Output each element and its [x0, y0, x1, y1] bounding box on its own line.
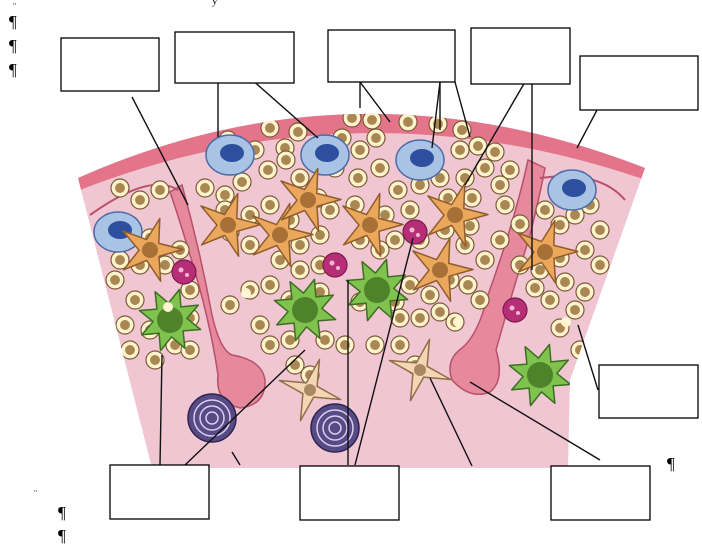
small-cell: [399, 113, 417, 131]
text-fragment-top: y: [212, 0, 218, 7]
small-cell: [401, 276, 419, 294]
small-cell: [541, 291, 559, 309]
small-cell: [277, 151, 295, 169]
small-cell: [121, 341, 139, 359]
small-cell: [111, 179, 129, 197]
platelet-dot: [241, 288, 251, 298]
small-cell: [391, 336, 409, 354]
small-cell: [261, 196, 279, 214]
spiral-cell: [188, 394, 236, 442]
label-box[interactable]: [580, 56, 698, 110]
small-cell: [291, 169, 309, 187]
label-box[interactable]: [471, 28, 570, 84]
small-cell: [126, 291, 144, 309]
small-cell: [471, 291, 489, 309]
blast-cell: [206, 135, 254, 175]
blast-cell: [396, 140, 444, 180]
small-cell: [536, 201, 554, 219]
small-cell: [367, 129, 385, 147]
small-cell: [411, 309, 429, 327]
small-cell: [566, 301, 584, 319]
platelet-dot: [561, 317, 571, 327]
label-box[interactable]: [110, 465, 209, 519]
label-box[interactable]: [175, 32, 294, 83]
leader-line: [578, 325, 598, 390]
small-cell: [366, 336, 384, 354]
small-cell: [151, 181, 169, 199]
small-cell: [591, 221, 609, 239]
small-cell: [501, 161, 519, 179]
leader-line: [577, 110, 597, 148]
small-cell: [106, 271, 124, 289]
small-cell: [476, 251, 494, 269]
small-cell: [591, 256, 609, 274]
small-cell: [261, 276, 279, 294]
small-cell: [343, 109, 361, 127]
small-cell: [311, 226, 329, 244]
pilcrow-right: ¶: [667, 455, 675, 472]
small-cell: [251, 316, 269, 334]
small-cell: [351, 141, 369, 159]
granulocyte: [172, 260, 196, 284]
small-cell: [336, 336, 354, 354]
small-cell: [131, 191, 149, 209]
small-cell: [261, 336, 279, 354]
small-cell: [116, 316, 134, 334]
small-cell: [576, 283, 594, 301]
tick-mark-top: '': [13, 3, 16, 11]
blast-cell: [548, 170, 596, 210]
label-box[interactable]: [599, 365, 698, 418]
small-cell: [363, 111, 381, 129]
pilcrow-1: ¶: [9, 13, 17, 30]
small-cell: [233, 173, 251, 191]
granulocyte: [403, 220, 427, 244]
platelet-dot: [453, 317, 463, 327]
small-cell: [421, 286, 439, 304]
small-cell: [259, 161, 277, 179]
small-cell: [291, 261, 309, 279]
small-cell: [526, 279, 544, 297]
pilcrow-2: ¶: [9, 37, 17, 54]
spiral-cell: [311, 404, 359, 452]
small-cell: [196, 179, 214, 197]
tick-mark-bottom: '': [34, 490, 37, 498]
small-cell: [401, 201, 419, 219]
small-cell: [496, 196, 514, 214]
label-box[interactable]: [551, 466, 650, 520]
blast-cell: [301, 135, 349, 175]
label-box[interactable]: [300, 466, 399, 520]
small-cell: [576, 241, 594, 259]
small-cell: [389, 181, 407, 199]
small-cell: [221, 296, 239, 314]
platelet-dot: [163, 302, 173, 312]
label-box[interactable]: [61, 38, 159, 91]
small-cell: [349, 169, 367, 187]
small-cell: [371, 159, 389, 177]
granulocyte: [503, 298, 527, 322]
pilcrow-4: ¶: [58, 504, 66, 521]
pilcrow-3: ¶: [9, 61, 17, 78]
label-box[interactable]: [328, 30, 455, 82]
small-cell: [451, 141, 469, 159]
small-cell: [459, 276, 477, 294]
small-cell: [463, 189, 481, 207]
small-cell: [556, 273, 574, 291]
pilcrow-5: ¶: [58, 527, 66, 544]
small-cell: [429, 115, 447, 133]
granulocyte: [323, 253, 347, 277]
small-cell: [511, 215, 529, 233]
small-cell: [386, 231, 404, 249]
small-cell: [491, 231, 509, 249]
small-cell: [261, 119, 279, 137]
